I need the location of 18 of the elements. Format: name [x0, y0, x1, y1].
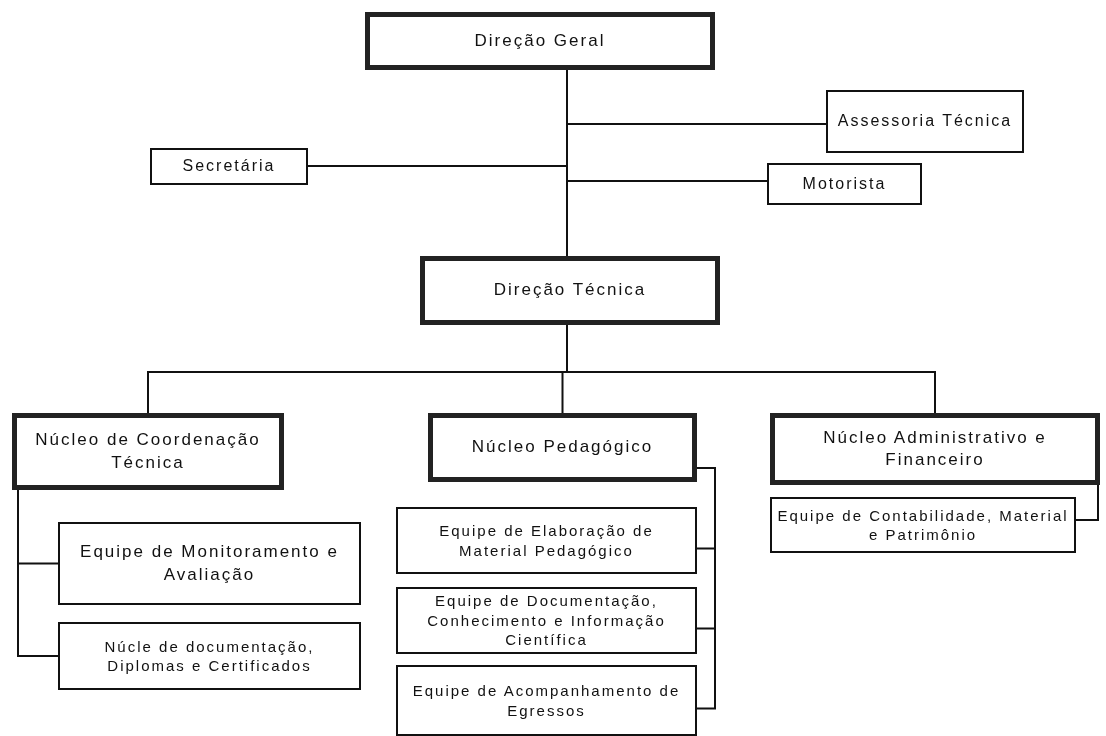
org-unit-box: Equipe de Monitoramento e Avaliação — [58, 522, 361, 605]
org-unit-box: Equipe de Contabilidade, Material e Patrimônio — [770, 497, 1076, 553]
connector-line — [696, 467, 716, 710]
org-unit-box: Equipe de Elaboração de Material Pedagógico — [396, 507, 697, 574]
org-unit-box: Direção Técnica — [420, 256, 720, 325]
org-unit-box: Núcleo de Coordenação Técnica — [12, 413, 284, 490]
connector-line — [17, 489, 59, 657]
org-unit-box: Núcle de documentação, Diplomas e Certificados — [58, 622, 361, 690]
org-unit-box: Assessoria Técnica — [826, 90, 1024, 153]
connector-line — [566, 69, 568, 257]
org-unit-box: Secretária — [150, 148, 308, 185]
org-unit-box: Equipe de Acompanhamento de Egressos — [396, 665, 697, 736]
org-unit-box: Núcleo Administrativo e Financeiro — [770, 413, 1100, 485]
org-unit-box: Direção Geral — [365, 12, 715, 70]
connector-line — [1075, 484, 1099, 521]
org-unit-box: Motorista — [767, 163, 922, 205]
org-unit-box: Núcleo Pedagógico — [428, 413, 697, 482]
org-unit-box: Equipe de Documentação, Conhecimento e Informação Científica — [396, 587, 697, 654]
